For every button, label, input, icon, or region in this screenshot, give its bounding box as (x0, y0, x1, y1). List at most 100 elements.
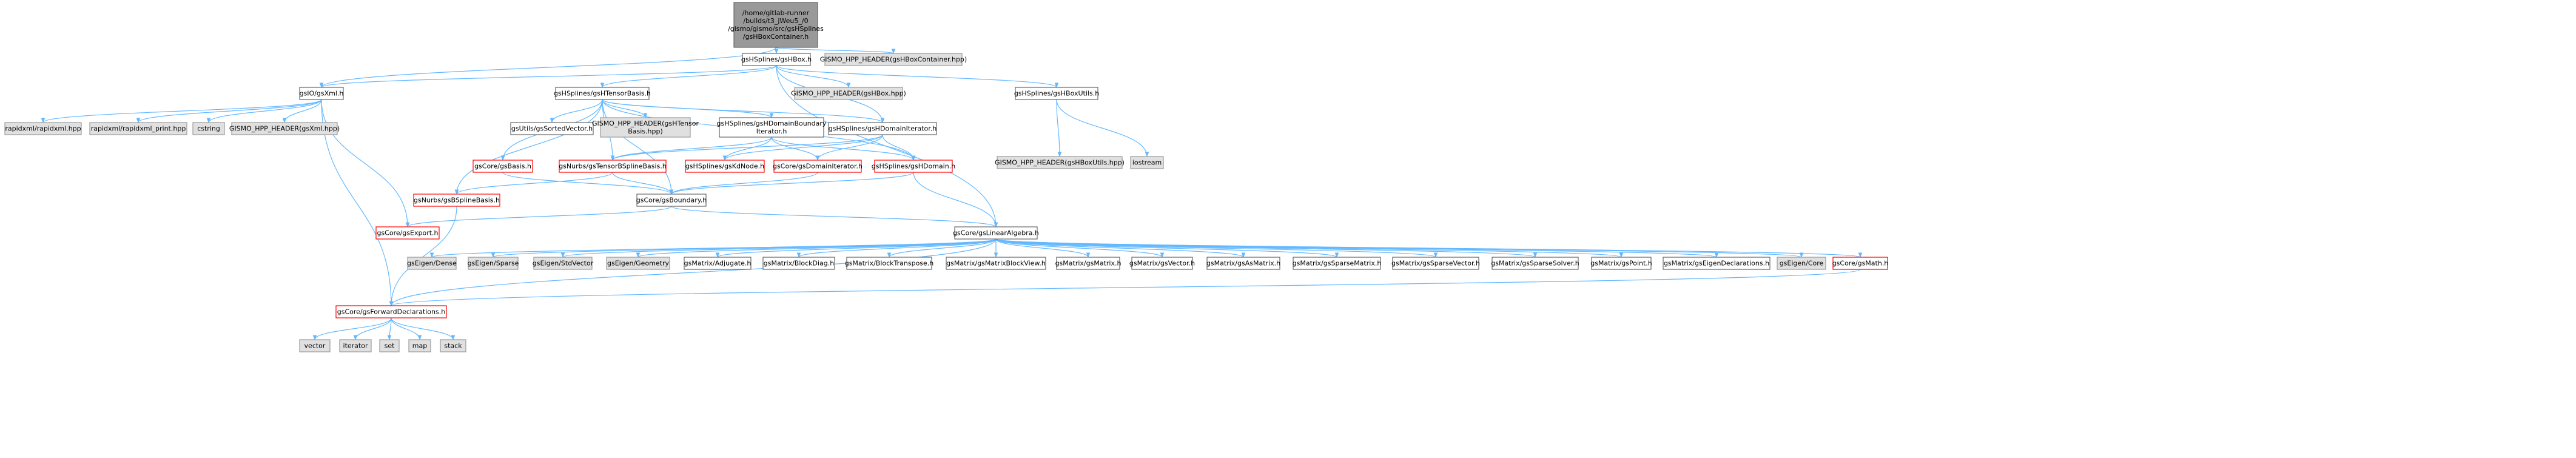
edge-linalg-to-gsmatrix (995, 238, 1091, 258)
node-label-boundary: gsCore/gsBoundary.h (636, 197, 707, 204)
node-box-matblockview (946, 257, 1046, 270)
node-label-iterator: iterator (343, 342, 368, 350)
node-blockdiag[interactable]: gsMatrix/BlockDiag.h (762, 257, 835, 270)
node-gsxml[interactable]: gsIO/gsXml.h (299, 87, 344, 100)
edge-gsxml-to-gsexport (321, 99, 410, 227)
node-gsvector[interactable]: gsMatrix/gsVector.h (1129, 257, 1195, 270)
node-asmatrix[interactable]: gsMatrix/gsAsMatrix.h (1206, 257, 1280, 270)
node-label-gsmath: gsCore/gsMath.h (1832, 260, 1889, 268)
node-box-sparsematrix (1293, 257, 1381, 270)
node-gsexport[interactable]: gsCore/gsExport.h (375, 226, 440, 240)
node-sortedvector[interactable]: gsUtils/gsSortedVector.h (510, 122, 594, 135)
edge-root-to-hdr_container (775, 47, 896, 54)
node-gsbasis[interactable]: gsCore/gsBasis.h (472, 160, 533, 173)
node-label-bsplinebasis: gsNurbs/gsBSplineBasis.h (414, 197, 500, 204)
node-box-hdombound (719, 117, 824, 138)
node-hdomain[interactable]: gsHSplines/gsHDomain.h (872, 160, 955, 173)
node-rapidxml: rapidxml/rapidxml.hpp (4, 122, 82, 135)
node-label-eigendecl: gsMatrix/gsEigenDeclarations.h (1664, 260, 1769, 268)
edge-htensor-to-boundary (602, 99, 674, 195)
node-box-linalg (954, 226, 1038, 240)
edge-gsxml-to-rapidxml (41, 99, 322, 123)
node-rapidxml_print: rapidxml/rapidxml_print.hpp (89, 122, 187, 135)
node-box-gsmath (1832, 257, 1888, 270)
node-iterator: iterator (339, 339, 372, 352)
edge-hdombound-to-tensorbspline (610, 136, 772, 161)
node-label-blockdiag: gsMatrix/BlockDiag.h (764, 260, 835, 268)
node-label-stack: stack (444, 342, 462, 350)
node-sparsevector[interactable]: gsMatrix/gsSparseVector.h (1391, 257, 1480, 270)
node-label-hdr_xml: GISMO_HPP_HEADER(gsXml.hpp) (229, 125, 340, 133)
node-hdr_htensor: GISMO_HPP_HEADER(gsHTensorBasis.hpp) (592, 117, 699, 138)
node-hdr_hbox: GISMO_HPP_HEADER(gsHBox.hpp) (791, 87, 906, 100)
edge-hboxutils-to-hdr_hboxutils (1056, 99, 1062, 157)
edge-linalg-to-sparsevector (995, 238, 1438, 258)
node-domainiter[interactable]: gsCore/gsDomainIterator.h (773, 160, 863, 173)
node-set: set (379, 339, 400, 352)
node-label-asmatrix: gsMatrix/gsAsMatrix.h (1206, 260, 1280, 268)
edge-linalg-to-gspoint (995, 238, 1623, 258)
edge-linalg-to-eigen_dense (430, 238, 997, 258)
edge-tensorbspline-to-boundary (612, 172, 674, 195)
node-tensorbspline[interactable]: gsNurbs/gsTensorBSplineBasis.h (559, 160, 667, 173)
node-label-gsvector: gsMatrix/gsVector.h (1129, 260, 1195, 268)
edge-linalg-to-eigen_geometry (636, 238, 997, 258)
node-gsmath[interactable]: gsCore/gsMath.h (1832, 257, 1889, 270)
node-box-stack (440, 339, 466, 352)
node-label-eigen_stdvector: gsEigen/StdVector (533, 260, 594, 268)
node-layer: /home/gitlab-runner/builds/t3_jWeu5_/0/g… (4, 2, 1889, 352)
node-box-cstring (192, 122, 225, 135)
node-box-domainiter (773, 160, 862, 173)
node-label-domainiter: gsCore/gsDomainIterator.h (773, 163, 863, 170)
node-label-htensor: gsHSplines/gsHTensorBasis.h (554, 90, 651, 98)
node-boundary[interactable]: gsCore/gsBoundary.h (636, 194, 707, 207)
node-iostream: iostream (1130, 156, 1164, 169)
node-label-map: map (412, 342, 427, 350)
node-bsplinebasis[interactable]: gsNurbs/gsBSplineBasis.h (413, 194, 500, 207)
edge-hdomain-to-linalg (913, 172, 998, 227)
edge-gshbox-to-hdr_hbox (776, 65, 851, 88)
edge-linalg-to-blockdiag (796, 238, 997, 258)
edge-gshbox-to-hboxutils (776, 65, 1059, 88)
node-blocktranspose[interactable]: gsMatrix/BlockTranspose.h (845, 257, 934, 270)
node-box-hdr_htensor (600, 117, 691, 138)
node-box-hdr_hbox (794, 87, 903, 100)
node-sparsematrix[interactable]: gsMatrix/gsSparseMatrix.h (1293, 257, 1382, 270)
node-matblockview[interactable]: gsMatrix/gsMatrixBlockView.h (946, 257, 1046, 270)
node-label-hdombound: gsHSplines/gsHDomainBoundary (717, 120, 827, 127)
node-htensor[interactable]: gsHSplines/gsHTensorBasis.h (554, 87, 651, 100)
edge-gsxml-to-fwddecl (321, 99, 394, 306)
node-gspoint[interactable]: gsMatrix/gsPoint.h (1590, 257, 1652, 270)
node-fwddecl[interactable]: gsCore/gsForwardDeclarations.h (335, 305, 447, 318)
node-box-gsxml (299, 87, 344, 100)
node-box-eigen_geometry (606, 257, 670, 270)
edge-hdomiter-to-domainiter (815, 134, 883, 161)
node-hdomiter[interactable]: gsHSplines/gsHDomainIterator.h (828, 122, 937, 135)
node-label-eigen_core: gsEigen/Core (1780, 260, 1824, 268)
node-box-eigen_stdvector (533, 257, 593, 270)
node-eigen_dense: gsEigen/Dense (407, 257, 457, 270)
node-gsmatrix[interactable]: gsMatrix/gsMatrix.h (1055, 257, 1122, 270)
edge-gsxml-to-hdr_xml (282, 99, 322, 123)
node-box-gshbox (742, 53, 811, 66)
edge-tensorbspline-to-bsplinebasis (454, 172, 613, 195)
node-linalg[interactable]: gsCore/gsLinearAlgebra.h (953, 226, 1039, 240)
edge-gshbox-to-gsxml (319, 65, 777, 88)
node-label-hboxutils: gsHSplines/gsHBoxUtils.h (1014, 90, 1099, 98)
edge-linalg-to-sparsematrix (995, 238, 1339, 258)
node-label-sparsematrix: gsMatrix/gsSparseMatrix.h (1293, 260, 1382, 268)
node-sparsesolver[interactable]: gsMatrix/gsSparseSolver.h (1491, 257, 1579, 270)
node-label-gspoint: gsMatrix/gsPoint.h (1590, 260, 1652, 268)
node-box-hboxutils (1015, 87, 1098, 100)
node-adjugate[interactable]: gsMatrix/Adjugate.h (684, 257, 752, 270)
edge-htensor-to-bsplinebasis (454, 99, 603, 195)
node-label-gsbasis: gsCore/gsBasis.h (474, 163, 531, 170)
node-label-hdr_container: GISMO_HPP_HEADER(gsHBoxContainer.hpp) (820, 56, 967, 64)
node-vector: vector (299, 339, 331, 352)
node-gshbox[interactable]: gsHSplines/gsHBox.h (741, 53, 812, 66)
node-eigendecl[interactable]: gsMatrix/gsEigenDeclarations.h (1663, 257, 1771, 270)
edge-linalg-to-gsvector (995, 238, 1165, 258)
node-kdnode[interactable]: gsHSplines/gsKdNode.h (685, 160, 765, 173)
node-hboxutils[interactable]: gsHSplines/gsHBoxUtils.h (1014, 87, 1099, 100)
